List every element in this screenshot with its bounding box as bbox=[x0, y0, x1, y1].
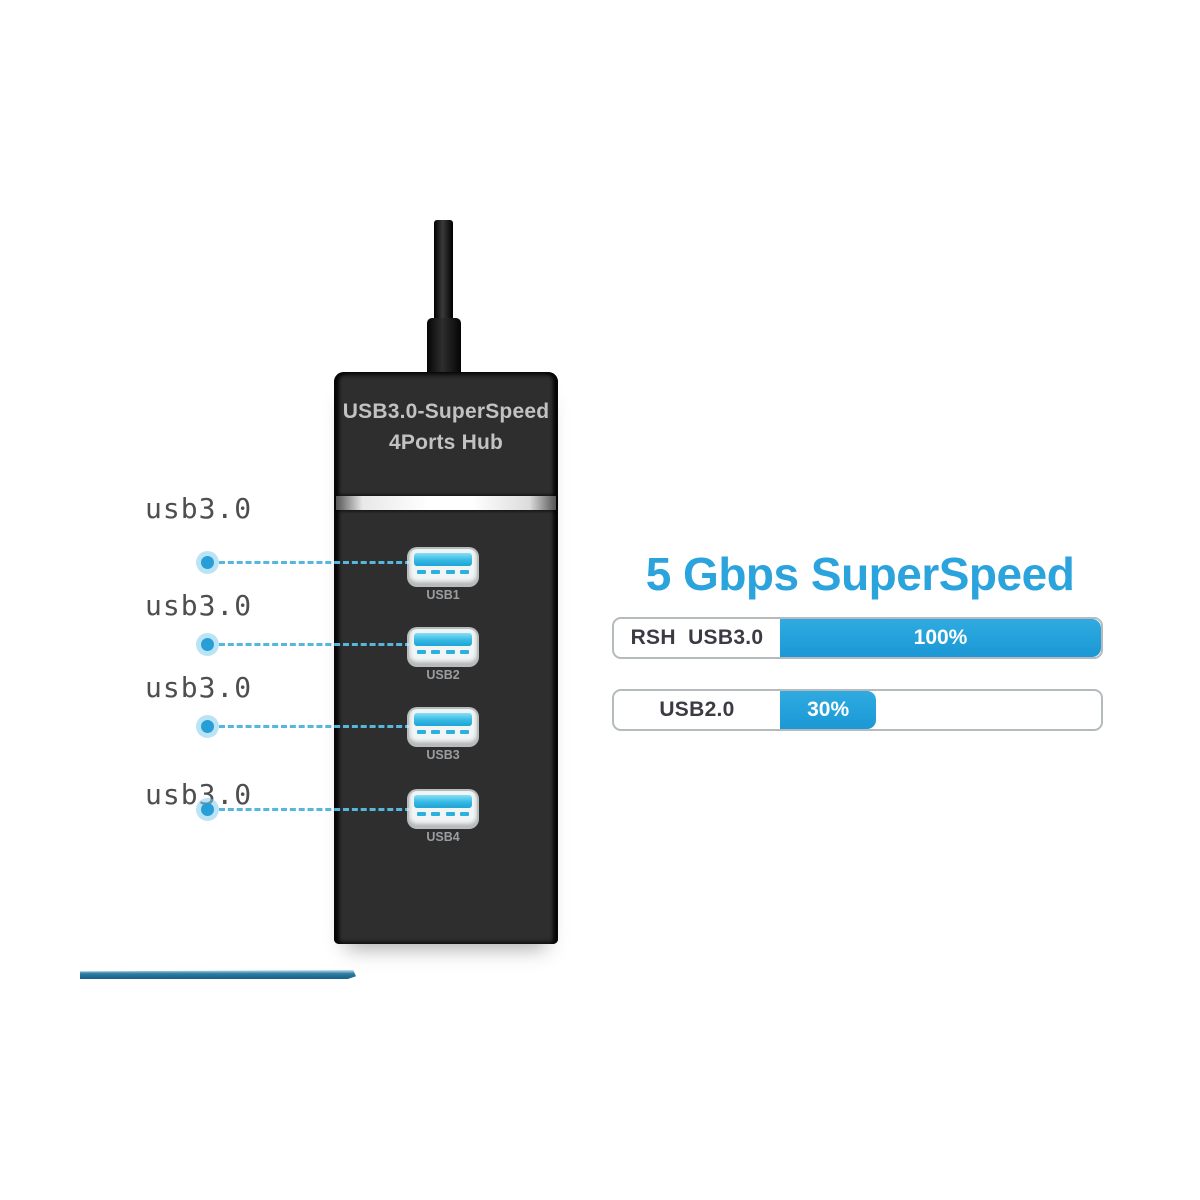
usb-port-1-pins bbox=[414, 566, 472, 574]
usb-cable bbox=[434, 220, 453, 322]
usb-port-3 bbox=[409, 709, 477, 745]
callout-line-4 bbox=[219, 808, 411, 811]
speed-heading: 5 Gbps SuperSpeed bbox=[645, 548, 1075, 600]
usb-port-1-label: USB1 bbox=[426, 588, 460, 602]
callout-dot-2 bbox=[201, 638, 214, 651]
usb-port-2-pins bbox=[414, 646, 472, 654]
hub-title-line1: USB3.0-SuperSpeed bbox=[342, 400, 550, 423]
callout-line-3 bbox=[219, 725, 411, 728]
speed-bar-usb3-fill: 100% bbox=[780, 619, 1101, 657]
usb-port-2-label: USB2 bbox=[426, 668, 460, 682]
hub-title: USB3.0-SuperSpeed 4Ports Hub bbox=[334, 396, 558, 458]
callout-label-1: usb3.0 bbox=[145, 492, 253, 525]
callout-label-3: usb3.0 bbox=[145, 671, 253, 704]
speed-bar-usb3-label: RSH USB3.0 bbox=[630, 626, 764, 649]
speed-bar-usb3-percent: 100% bbox=[913, 626, 968, 649]
usb-port-1 bbox=[409, 549, 477, 585]
usb-hub-body: USB3.0-SuperSpeed 4Ports Hub bbox=[334, 372, 558, 944]
hub-title-line2: 4Ports Hub bbox=[388, 431, 503, 454]
usb-port-2-slot bbox=[414, 633, 472, 646]
usb-port-4 bbox=[409, 791, 477, 827]
speed-bar-usb2-fill: 30% bbox=[780, 691, 877, 729]
speed-bar-usb3: RSH USB3.0 100% bbox=[612, 617, 1103, 659]
callout-line-2 bbox=[219, 643, 411, 646]
cable-strain-relief bbox=[427, 318, 461, 376]
speed-bar-usb2: USB2.0 30% bbox=[612, 689, 1103, 731]
callout-label-2: usb3.0 bbox=[145, 589, 253, 622]
usb-port-3-slot bbox=[414, 713, 472, 726]
speed-bar-usb2-label: USB2.0 bbox=[659, 698, 735, 721]
usb-port-1-slot bbox=[414, 553, 472, 566]
callout-dot-3 bbox=[201, 720, 214, 733]
usb-port-3-label: USB3 bbox=[426, 748, 460, 762]
usb-port-3-pins bbox=[414, 726, 472, 734]
callout-label-4: usb3.0 bbox=[145, 778, 253, 811]
usb-port-2 bbox=[409, 629, 477, 665]
speed-bar-usb2-percent: 30% bbox=[807, 698, 850, 721]
usb-port-4-slot bbox=[414, 795, 472, 808]
chrome-stripe bbox=[336, 496, 556, 510]
callout-dot-4 bbox=[201, 803, 214, 816]
bottom-underline bbox=[80, 970, 356, 979]
callout-dot-1 bbox=[201, 556, 214, 569]
speed-bar-usb2-track: 30% bbox=[780, 691, 1101, 729]
callout-line-1 bbox=[219, 561, 411, 564]
usb-port-4-pins bbox=[414, 808, 472, 816]
speed-bar-usb3-track: 100% bbox=[780, 619, 1101, 657]
usb-port-4-label: USB4 bbox=[426, 830, 460, 844]
